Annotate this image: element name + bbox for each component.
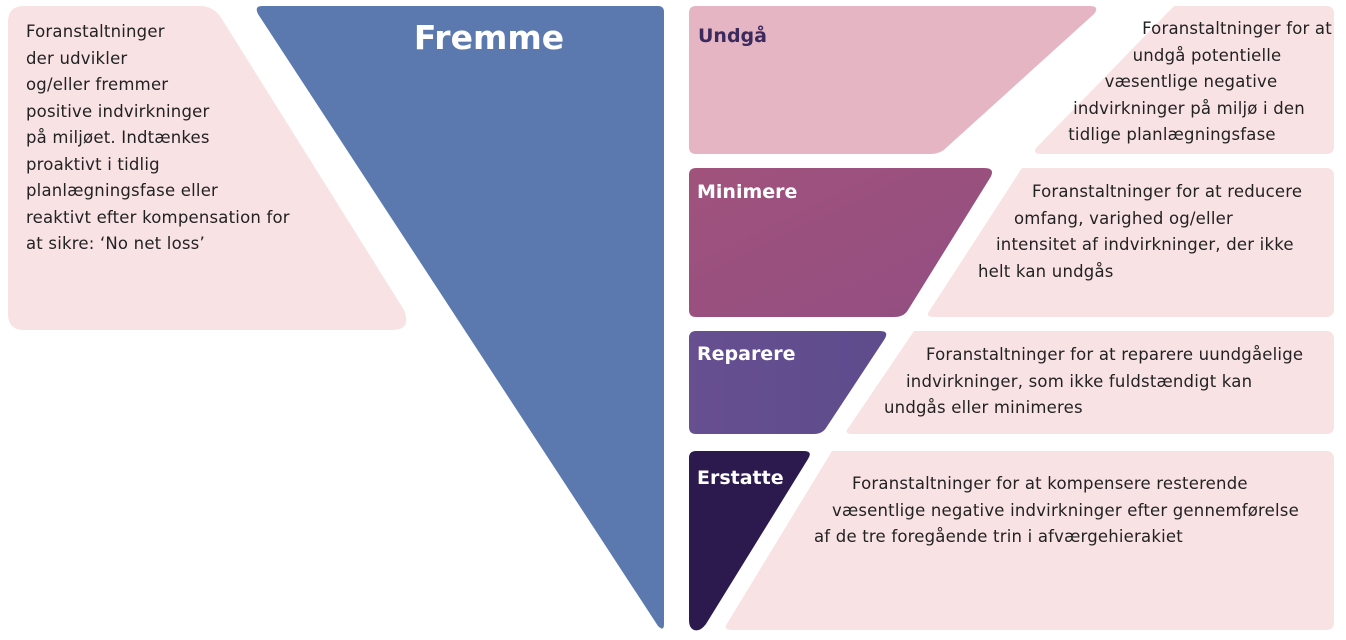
fremme-description-line: på miljøet. Indtænkes (26, 128, 210, 147)
fremme-description: Foranstaltninger der udvikler og/eller f… (26, 19, 290, 258)
fremme-description-line: der udvikler (26, 48, 128, 68)
fremme-description-line: planlægningsfase eller (26, 181, 219, 200)
undga-description: Foranstaltninger for at undgå potentiell… (1040, 16, 1334, 149)
erstatte-description: Foranstaltninger for at kompensere reste… (814, 471, 1299, 551)
reparere-description-line: Foranstaltninger for at reparere uundgåe… (926, 345, 1304, 364)
fremme-triangle (256, 6, 664, 629)
minimere-shape (689, 168, 992, 317)
erstatte-description-line: væsentlige negative indvirkninger efter … (832, 500, 1299, 520)
reparere-text-panel (846, 331, 1334, 434)
minimere-description-line: Foranstaltninger for at reducere (1032, 182, 1303, 201)
fremme-description-line: positive indvirkninger (26, 101, 210, 121)
undga-label: Undgå (698, 25, 767, 47)
fremme-description-line: proaktivt i tidlig (26, 154, 160, 174)
minimere-description-line: intensitet af indvirkninger, der ikke (996, 235, 1294, 254)
reparere-description: Foranstaltninger for at reparere uundgåe… (884, 342, 1303, 422)
undga-description-line: indvirkninger på miljø i den (1073, 98, 1305, 118)
minimere-text-panel (927, 168, 1334, 317)
fremme-description-line: reaktivt efter kompensation for (26, 207, 290, 227)
erstatte-shape (689, 451, 810, 631)
reparere-label: Reparere (697, 343, 796, 365)
minimere-description-line: helt kan undgås (978, 261, 1114, 281)
fremme-description-line: Foranstaltninger (26, 22, 165, 41)
undga-shape (689, 6, 1097, 154)
undga-description-line: undgå potentielle (1132, 45, 1282, 65)
erstatte-description-line: af de tre foregående trin i afværgehiera… (814, 527, 1183, 546)
erstatte-label: Erstatte (697, 467, 784, 489)
minimere-description: Foranstaltninger for at reducere omfang,… (976, 179, 1302, 285)
reparere-description-line: indvirkninger, som ikke fuldstændigt kan (906, 371, 1253, 391)
erstatte-text-panel (725, 451, 1334, 630)
fremme-title: Fremme (413, 18, 565, 57)
fremme-description-line: at sikre: ‘No net loss’ (26, 234, 205, 253)
minimere-label: Minimere (697, 181, 798, 203)
undga-description-line: tidlige planlægningsfase (1068, 125, 1276, 144)
minimere-description-line: omfang, varighed og/eller (1014, 208, 1233, 228)
undga-description-line: Foranstaltninger for at (1142, 19, 1332, 38)
fremme-description-panel (8, 6, 407, 330)
reparere-description-line: undgås eller minimeres (884, 398, 1083, 417)
undga-text-panel (1034, 6, 1334, 154)
reparere-shape (689, 331, 887, 434)
undga-description-line: væsentlige negative (1104, 72, 1278, 91)
erstatte-description-line: Foranstaltninger for at kompensere reste… (852, 474, 1248, 493)
fremme-description-line: og/eller fremmer (26, 75, 169, 94)
